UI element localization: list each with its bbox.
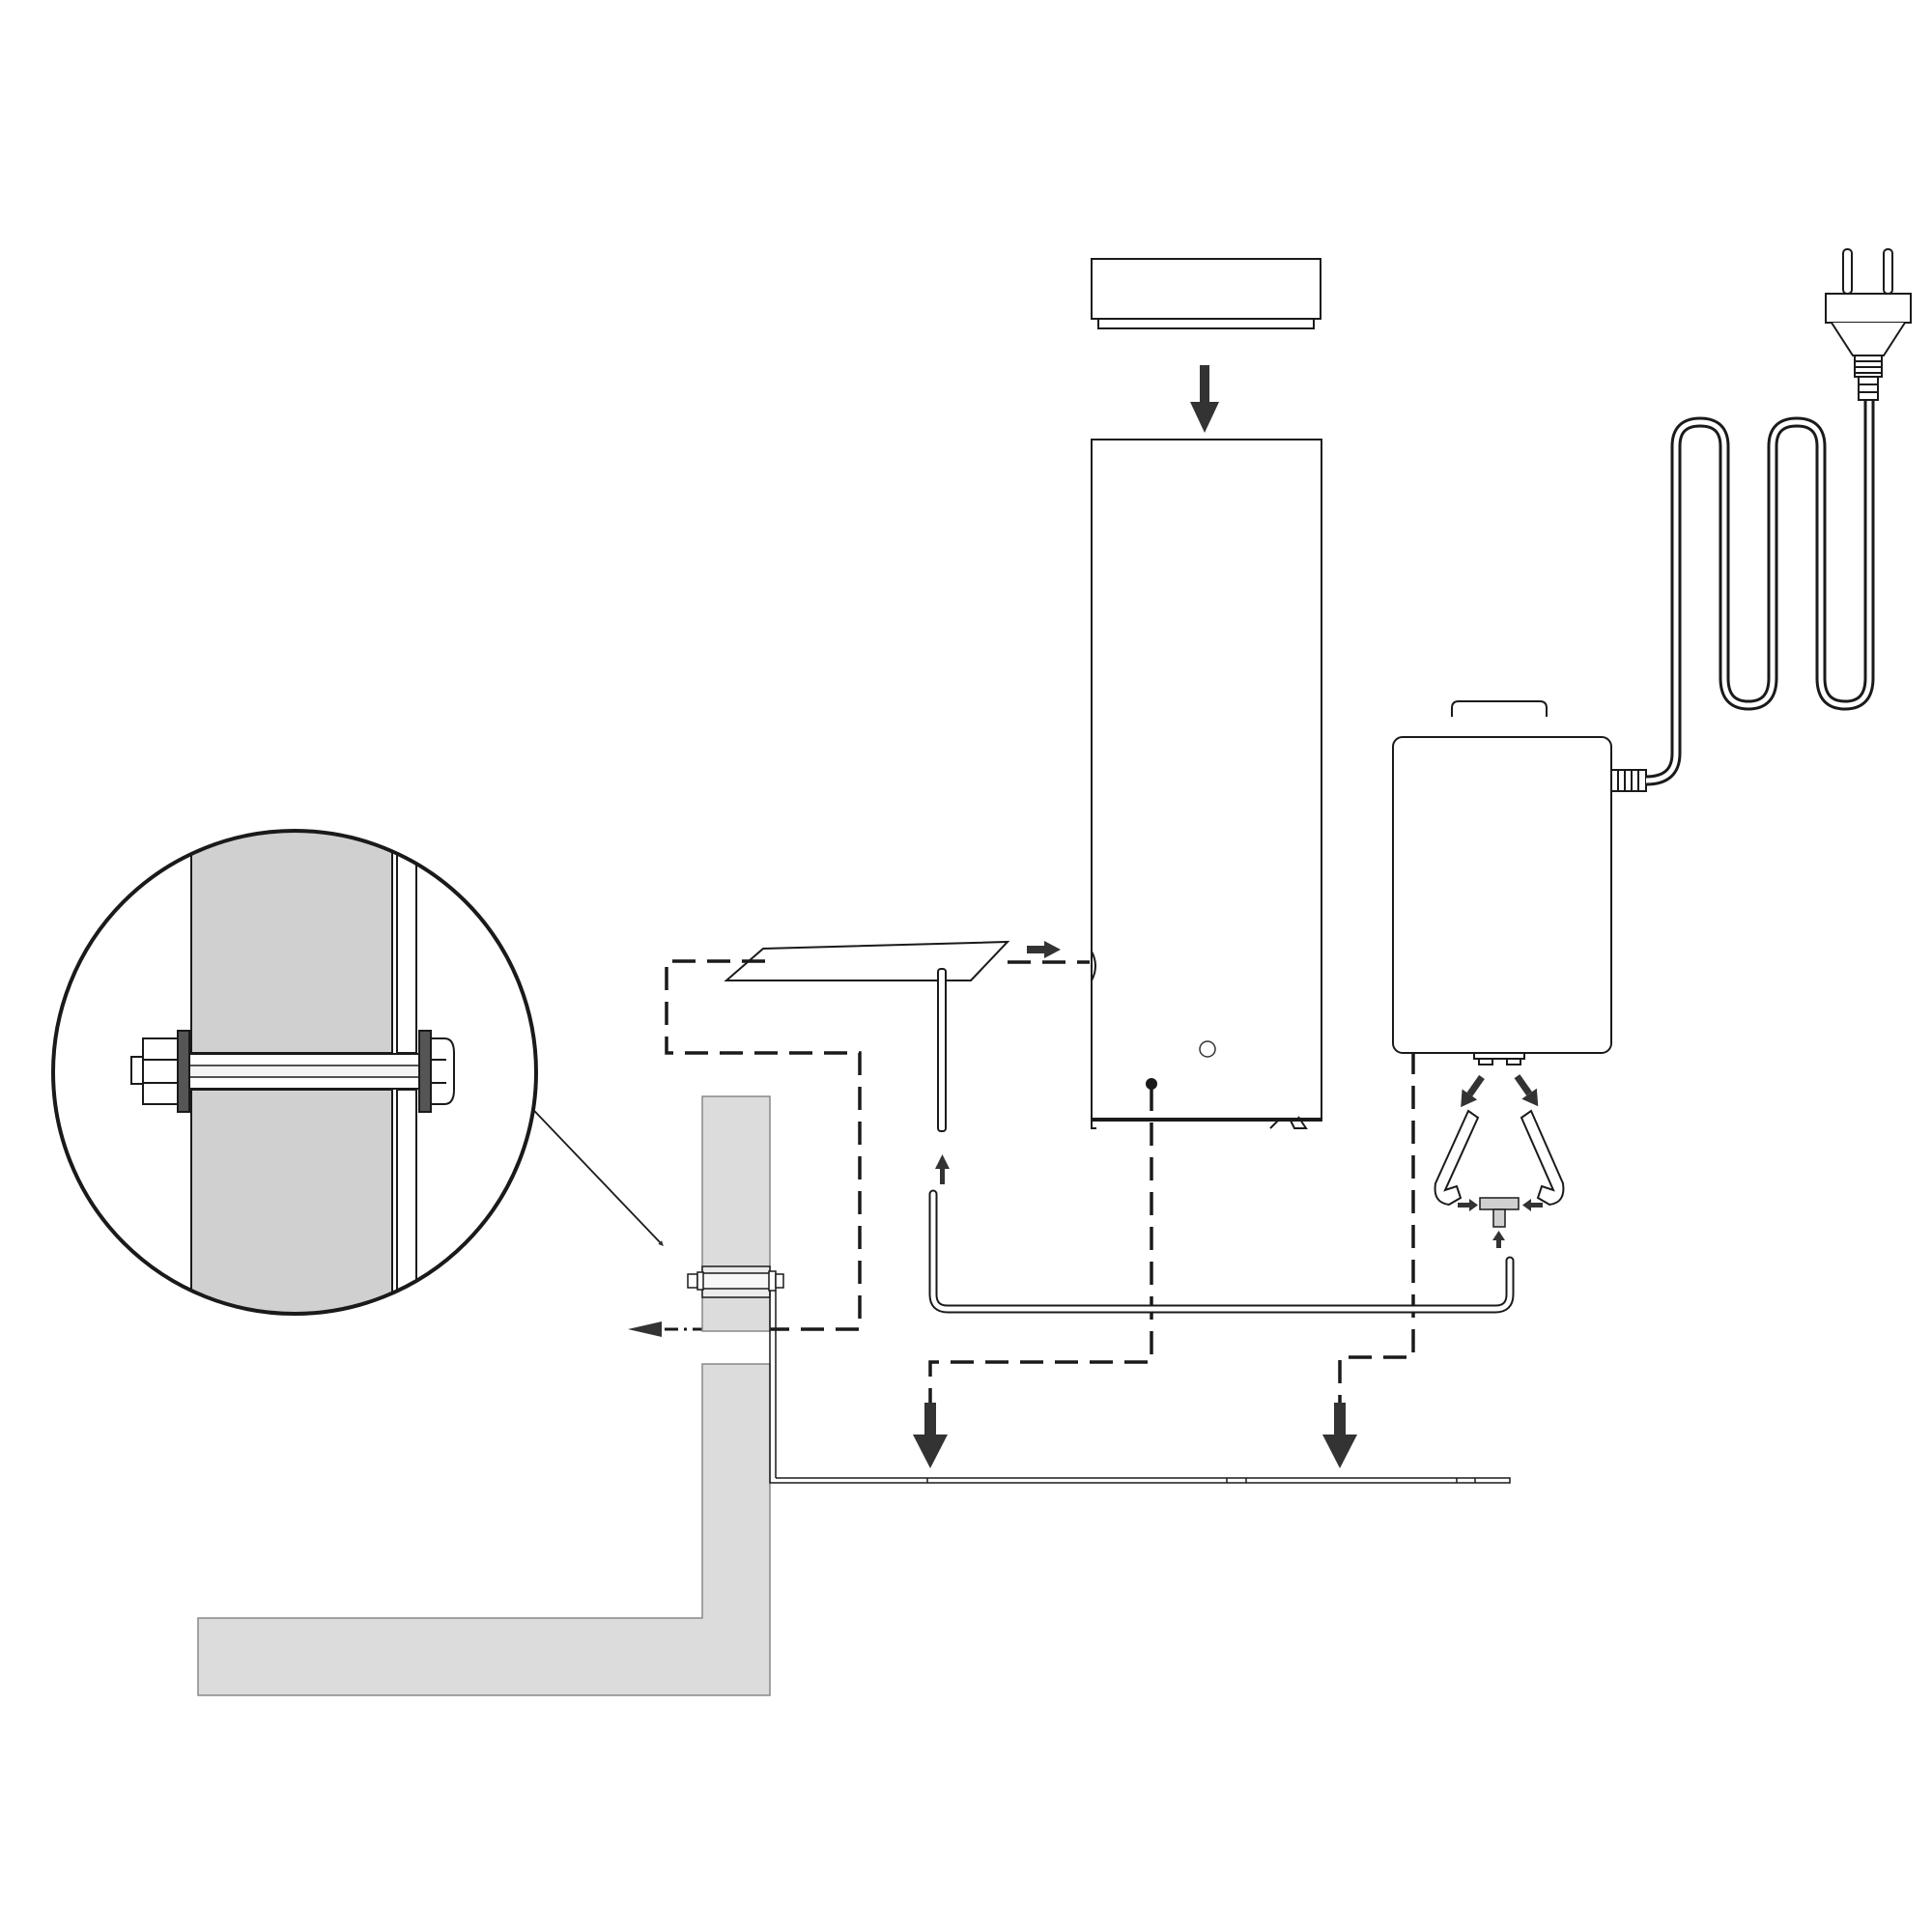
bracket-left-arrow xyxy=(628,1321,662,1337)
t-connector-icon xyxy=(1479,1197,1520,1228)
tube-right xyxy=(1520,1109,1565,1207)
column-anchor-point xyxy=(1146,1078,1157,1090)
lid-down-arrow xyxy=(1190,365,1219,433)
column-to-floor-dashed-path xyxy=(928,1088,1153,1410)
control-box-ports xyxy=(1473,1052,1525,1065)
control-box-handle xyxy=(1451,700,1548,717)
column-housing-icon xyxy=(1091,439,1322,1129)
control-box-icon xyxy=(1392,736,1612,1054)
tube-icon xyxy=(928,1189,1515,1314)
floor-down-arrow-left xyxy=(913,1403,948,1468)
rod-icon xyxy=(937,968,947,1132)
wall-section-icon xyxy=(197,1363,771,1696)
floor-down-arrow-right xyxy=(1322,1403,1357,1468)
magnifier-detail-icon xyxy=(51,829,538,1316)
column-hole xyxy=(1199,1040,1216,1058)
tube-left xyxy=(1434,1109,1480,1207)
cable-gland xyxy=(1610,769,1647,792)
shelf-to-bracket-dashed-path xyxy=(665,959,862,1331)
rod-up-arrow xyxy=(935,1154,950,1184)
tube-assembly-arrows xyxy=(1458,1074,1543,1248)
power-plug-icon xyxy=(1825,248,1912,401)
shelf-to-column-arrow xyxy=(1027,941,1061,958)
mounting-bracket-icon xyxy=(687,1265,1511,1484)
shelf-plate-icon xyxy=(724,940,1010,981)
lid-cap-icon xyxy=(1091,258,1321,329)
